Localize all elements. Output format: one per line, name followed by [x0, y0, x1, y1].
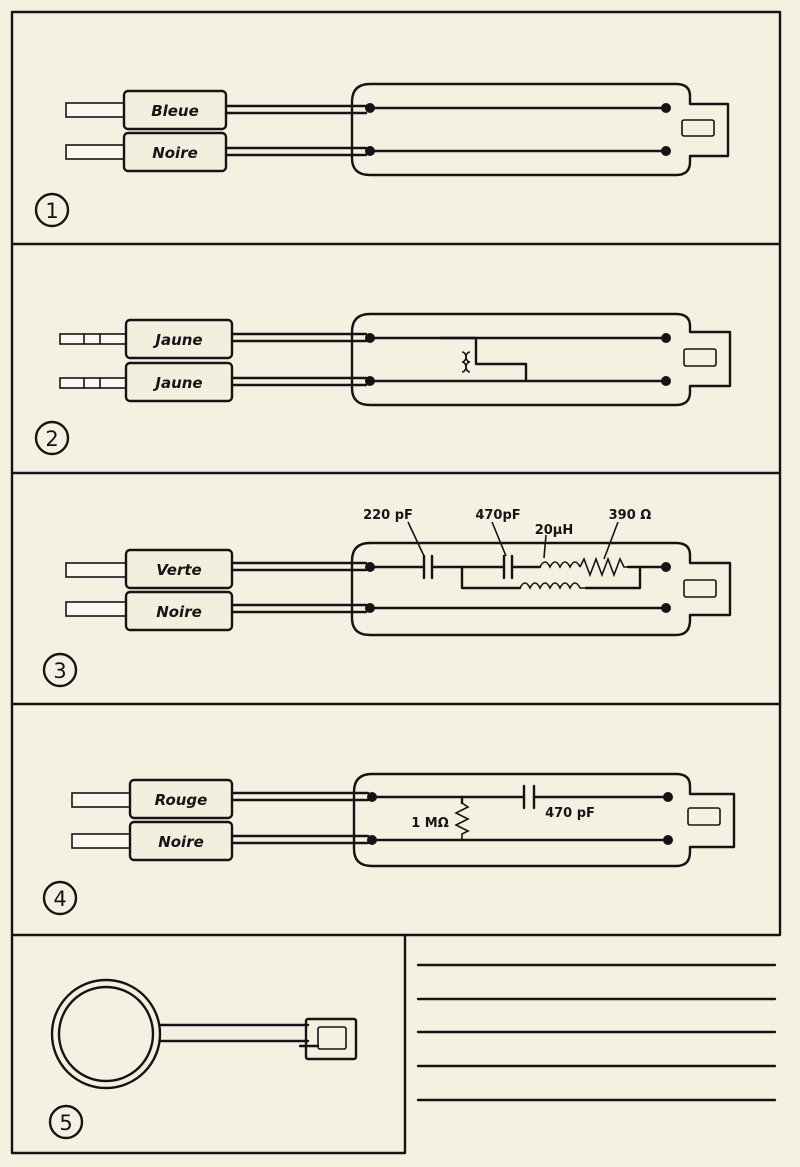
- cable: [230, 332, 368, 387]
- label-coil-20uh: 20µH: [535, 523, 574, 538]
- panel-4: Rouge Noire 1 MΩ 470 pF: [42, 772, 736, 916]
- panel-number: 2: [45, 427, 58, 451]
- cable: [224, 104, 368, 157]
- plug-pins: [71, 792, 131, 849]
- panel-number-circle: [48, 1104, 84, 1140]
- plug-block-top: Bleue: [122, 89, 228, 131]
- label-bottom: Noire: [152, 144, 198, 162]
- plug-block-bottom: Noire: [128, 820, 234, 862]
- panel-number: 5: [59, 1111, 72, 1135]
- panel-number: 3: [53, 659, 66, 683]
- panel-number: 4: [53, 887, 66, 911]
- label-top: Jaune: [152, 331, 202, 349]
- plug-pins: [65, 102, 125, 160]
- probe-body: [350, 82, 730, 177]
- blank-lines: [416, 963, 777, 1102]
- probe-body: [352, 772, 736, 868]
- panel-5: 5: [48, 978, 358, 1140]
- cable: [230, 561, 368, 614]
- plug-block-bottom: Jaune: [124, 361, 234, 403]
- probe-body: [350, 312, 732, 407]
- loop-probe: [50, 978, 358, 1090]
- label-bottom: Noire: [156, 603, 202, 621]
- panel-2: Jaune Jaune 2: [34, 312, 732, 456]
- plug-block-top: Jaune: [124, 318, 234, 360]
- label-resistor-1m: 1 MΩ: [411, 816, 449, 831]
- panel-number-circle: [42, 880, 78, 916]
- label-resistor-390: 390 Ω: [609, 508, 652, 523]
- panel-number-circle: [34, 420, 70, 456]
- resistor-icon: [579, 556, 628, 578]
- label-bottom: Noire: [158, 833, 204, 851]
- label-cap-470pf: 470 pF: [545, 806, 595, 821]
- frame: [10, 10, 782, 1155]
- label-bottom: Jaune: [152, 374, 202, 392]
- label-cap-470pf: 470pF: [475, 508, 520, 523]
- cable: [230, 791, 370, 845]
- panel-1: Bleue Noire 1: [34, 82, 730, 228]
- resistor-icon: [454, 802, 470, 840]
- label-top: Rouge: [155, 791, 208, 809]
- plug-pins: [65, 562, 127, 617]
- plug-block-top: Rouge: [128, 778, 234, 820]
- plug-block-bottom: Noire: [124, 590, 234, 632]
- coil-icon: [519, 582, 586, 590]
- label-top: Bleue: [151, 102, 199, 120]
- plug-pins: [59, 333, 127, 389]
- label-top: Verte: [156, 561, 201, 579]
- plug-block-top: Verte: [124, 548, 234, 590]
- coil-icon: [461, 351, 471, 373]
- panel-number-circle: [42, 652, 78, 688]
- coil-icon: [539, 561, 581, 569]
- panel-number: 1: [45, 199, 58, 223]
- probe-body: [350, 521, 732, 637]
- panel-number-circle: [34, 192, 70, 228]
- plug-block-bottom: Noire: [122, 131, 228, 173]
- label-cap-220pf: 220 pF: [363, 508, 413, 523]
- panel-3: Verte Noire: [42, 508, 732, 688]
